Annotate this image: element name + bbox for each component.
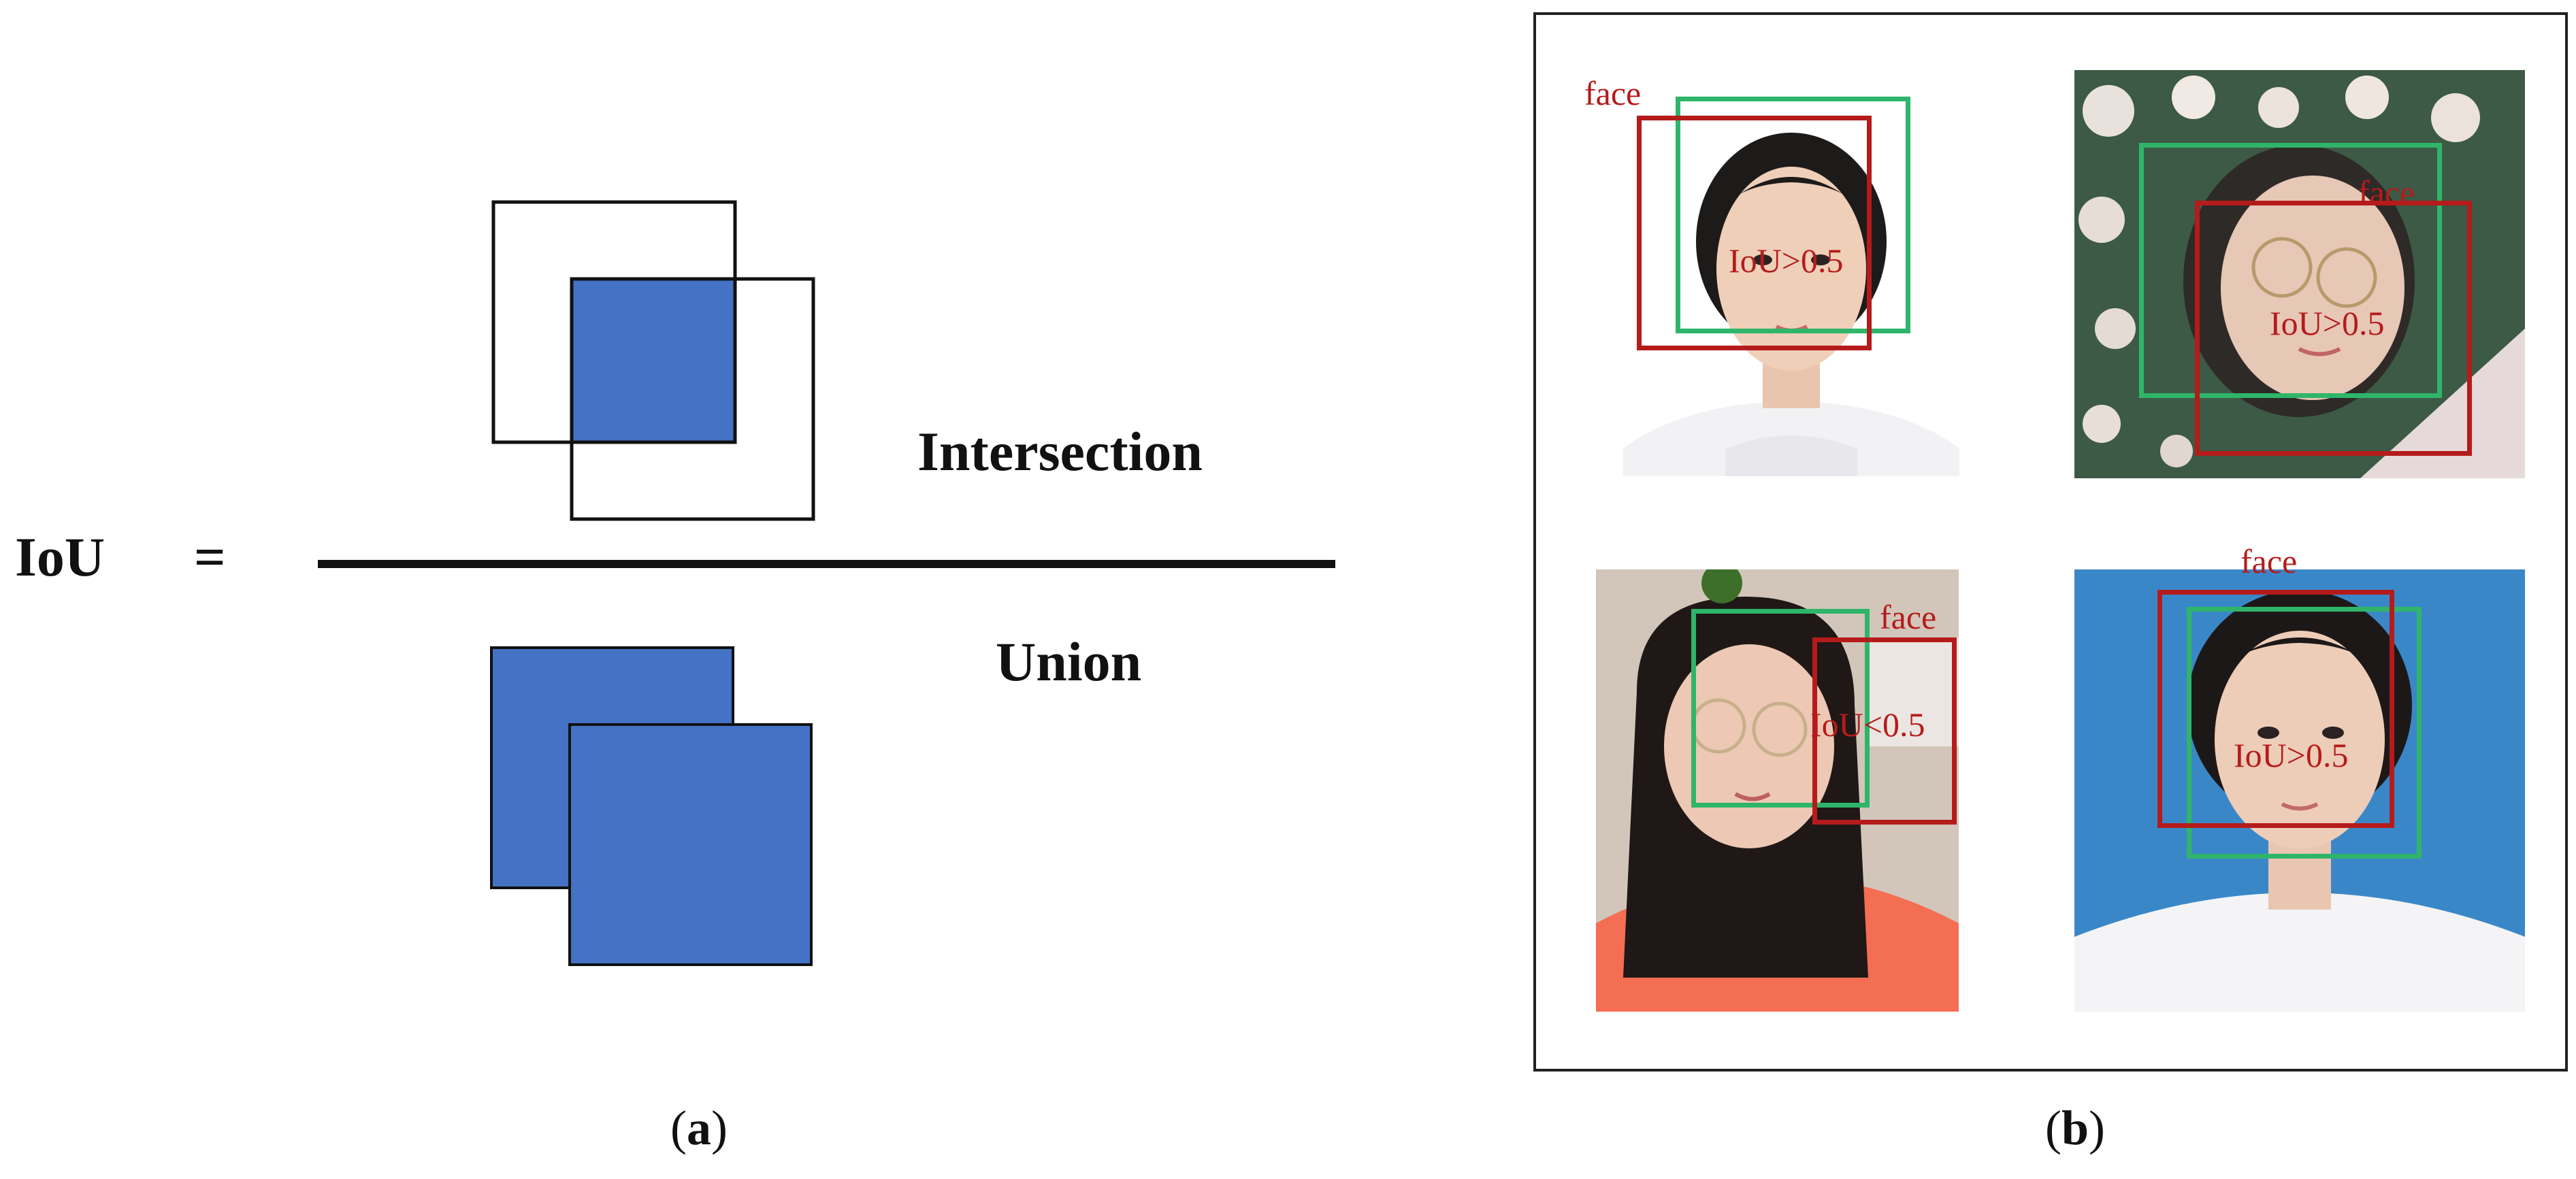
example-1-class-label: face [1584,74,1642,112]
caption-b-letter: b [2061,1101,2089,1155]
box-a-outline [491,200,737,444]
example-1-prediction-box [1637,116,1872,350]
iou-label: IoU [15,526,105,588]
union-diagram [490,646,813,966]
fraction-bar [318,560,1335,568]
example-4-prediction-box [2157,590,2394,828]
portrait-illustration [1623,133,1959,476]
example-3-photo [1596,569,1959,1012]
caption-b: (b) [2045,1103,2105,1152]
rose-portrait-illustration [2074,70,2525,478]
example-4-class-label: face [2240,542,2298,580]
union-box-b [568,723,813,966]
panel-b-frame [1533,12,2568,1072]
intersection-diagram [491,200,815,521]
caption-a-close: ) [711,1101,728,1155]
denominator-label: Union [996,631,1142,693]
caption-b-close: ) [2089,1101,2106,1155]
example-1-photo [1623,102,1959,476]
example-3-ground-truth-box [1691,609,1870,808]
example-2-ground-truth-box [2139,143,2442,398]
example-2-class-label: face [2358,173,2415,212]
example-4-photo [2074,569,2525,1012]
example-4-iou-label: IoU>0.5 [2234,736,2349,774]
blue-portrait-illustration [2074,569,2525,1012]
example-2-iou-label: IoU>0.5 [2270,304,2385,342]
example-3-class-label: face [1880,598,1937,636]
example-2-photo [2074,70,2525,478]
caption-a: (a) [670,1103,728,1152]
example-1-ground-truth-box [1676,97,1910,333]
selfie-illustration [1596,569,1959,1012]
example-3-iou-label: IoU<0.5 [1810,705,1925,744]
equals-sign: = [194,526,226,588]
example-4-ground-truth-box [2187,607,2422,859]
caption-b-open: ( [2045,1101,2061,1155]
example-2-prediction-box [2195,201,2472,456]
example-3-prediction-box [1812,637,1957,825]
numerator-label: Intersection [917,420,1203,482]
box-b-outline [570,277,815,521]
caption-a-open: ( [670,1101,687,1155]
intersection-fill [572,279,735,442]
example-1-iou-label: IoU>0.5 [1729,242,1844,280]
caption-a-letter: a [686,1101,711,1155]
